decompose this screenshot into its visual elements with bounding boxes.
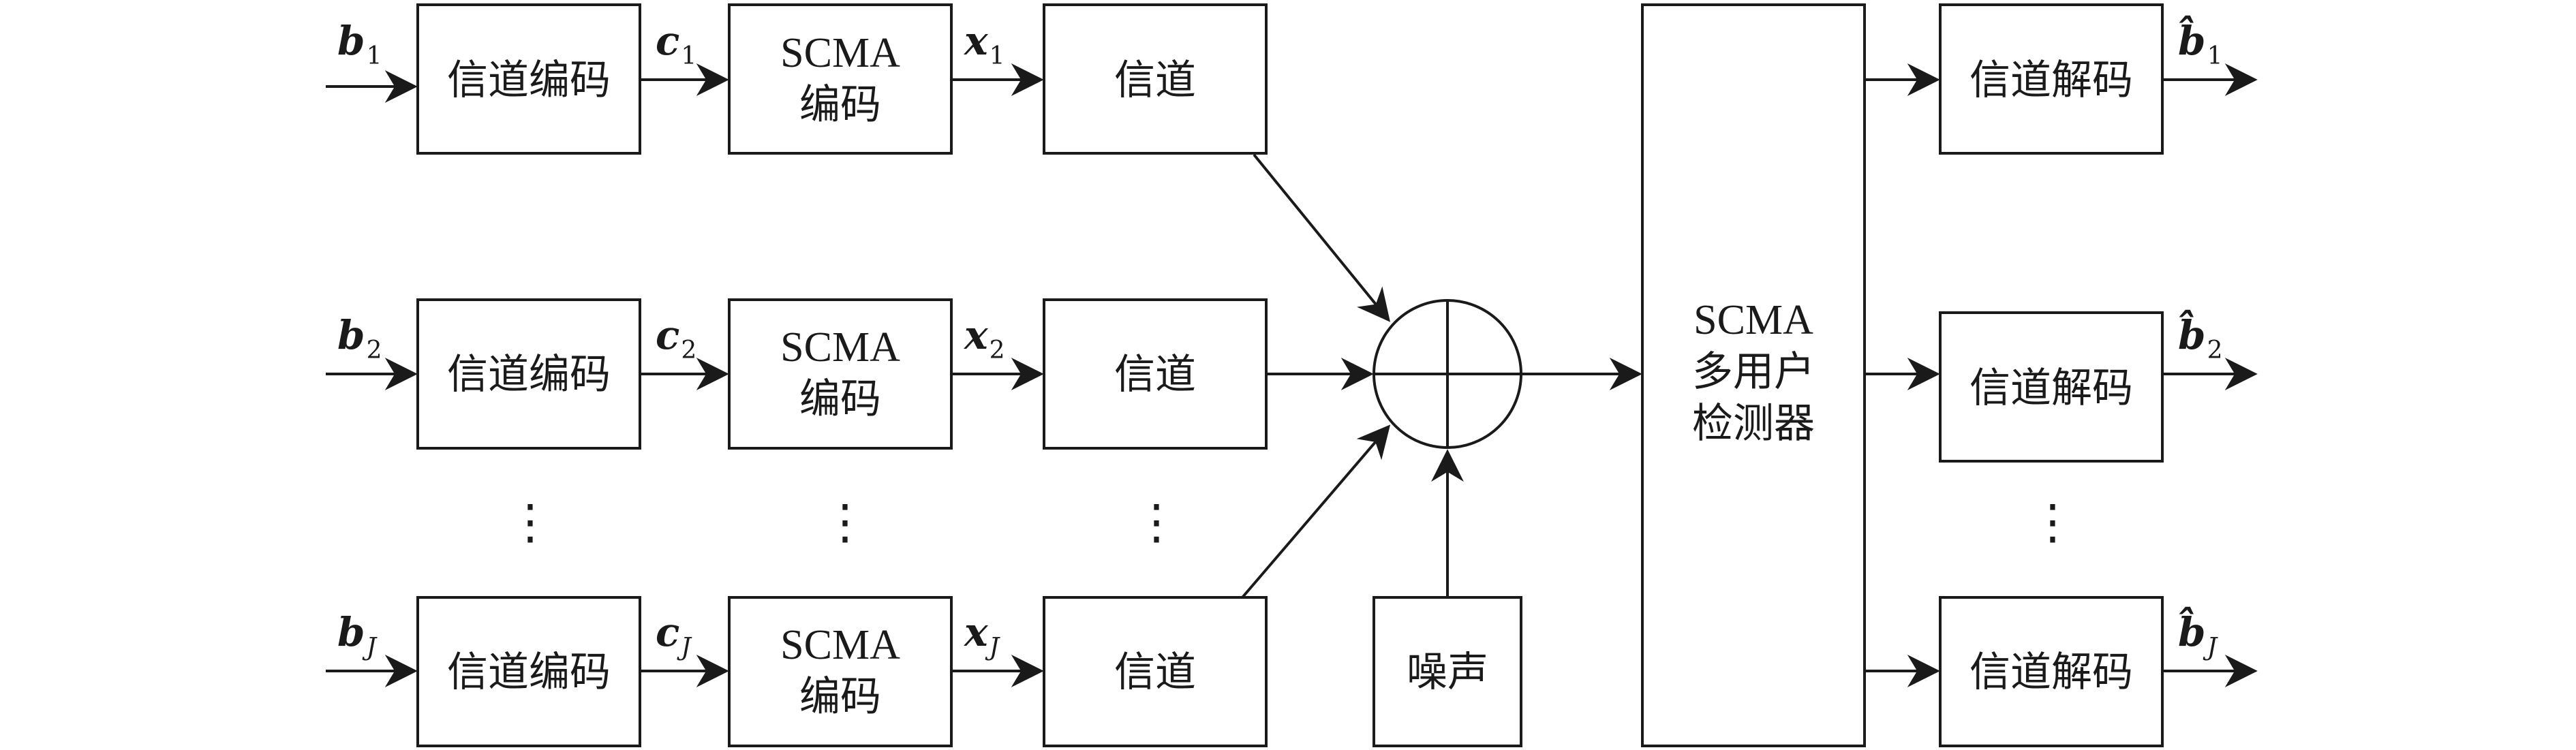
encoding-label-1: 编码: [799, 81, 881, 129]
user-row-j: bJ 信道编码 cJ SCMA 编码 xJ 信道: [326, 596, 1268, 747]
channel-label-j: 信道: [1114, 649, 1196, 696]
noise-box: [1373, 596, 1522, 747]
summation-node: [1241, 153, 1642, 599]
input-signal-2: b2: [337, 312, 382, 364]
ellipsis-channel: ⋮: [1133, 494, 1180, 550]
channel-decoding-label-1: 信道解码: [1969, 57, 2133, 104]
output-signal-j: b̂J: [2178, 606, 2219, 661]
encoding-label-j: 编码: [799, 673, 881, 721]
channel-coding-label-j: 信道编码: [447, 649, 611, 696]
channel-1-to-sum-arrow: [1253, 153, 1391, 322]
multiuser-detector-box: [1641, 3, 1866, 747]
scma-encoding-box-1: [728, 3, 953, 155]
decoder-row-j: 信道解码 b̂J: [1865, 596, 2258, 747]
detector-label-line2: 多用户: [1692, 348, 1815, 396]
channel-coding-box-j: [416, 596, 641, 747]
channel-box-j: [1043, 596, 1268, 747]
user-row-1: b1 信道编码 c1 SCMA 编码 x1 信道: [326, 3, 1268, 155]
scma-encoding-box-j: [728, 596, 953, 747]
scma-label-j: SCMA: [780, 622, 900, 668]
detector-label-line1: SCMA: [1693, 297, 1813, 343]
channel-label-1: 信道: [1114, 57, 1196, 104]
tx-signal-1: x1: [963, 18, 1005, 70]
channel-coding-label-2: 信道编码: [447, 351, 611, 399]
scma-label-1: SCMA: [780, 30, 900, 76]
channel-box-2: [1043, 298, 1268, 450]
ellipsis-channel-coding: ⋮: [506, 494, 554, 550]
coded-signal-1: c1: [656, 18, 696, 70]
detector-label-line3: 检测器: [1692, 400, 1815, 448]
decoder-row-2: 信道解码 b̂2: [1865, 309, 2258, 463]
coded-signal-j: cJ: [656, 609, 692, 661]
channel-decoding-box-2: [1939, 311, 2164, 463]
output-signal-2: b̂2: [2178, 309, 2222, 364]
channel-coding-box-2: [416, 298, 641, 450]
channel-decoding-label-2: 信道解码: [1969, 364, 2133, 412]
channel-box-1: [1043, 3, 1268, 155]
channel-decoding-box-j: [1939, 596, 2164, 747]
coded-signal-2: c2: [656, 312, 696, 364]
decoder-row-1: 信道解码 b̂1: [1865, 3, 2258, 155]
channel-j-to-sum-arrow: [1241, 424, 1391, 599]
scma-label-2: SCMA: [780, 324, 900, 371]
encoding-label-2: 编码: [799, 375, 881, 423]
channel-decoding-label-j: 信道解码: [1969, 649, 2133, 696]
ellipsis-decoding: ⋮: [2029, 494, 2076, 550]
channel-coding-label-1: 信道编码: [447, 57, 611, 104]
tx-signal-2: x2: [963, 312, 1005, 364]
noise-label: 噪声: [1407, 649, 1488, 696]
input-signal-1: b1: [337, 18, 382, 70]
ellipsis-scma-encoding: ⋮: [821, 494, 869, 550]
input-signal-j: bJ: [337, 609, 378, 661]
channel-label-2: 信道: [1114, 351, 1196, 399]
output-signal-1: b̂1: [2178, 15, 2222, 70]
user-row-2: b2 信道编码 c2 SCMA 编码 x2 信道: [326, 298, 1268, 450]
tx-signal-j: xJ: [963, 609, 1001, 661]
scma-encoding-box-2: [728, 298, 953, 450]
